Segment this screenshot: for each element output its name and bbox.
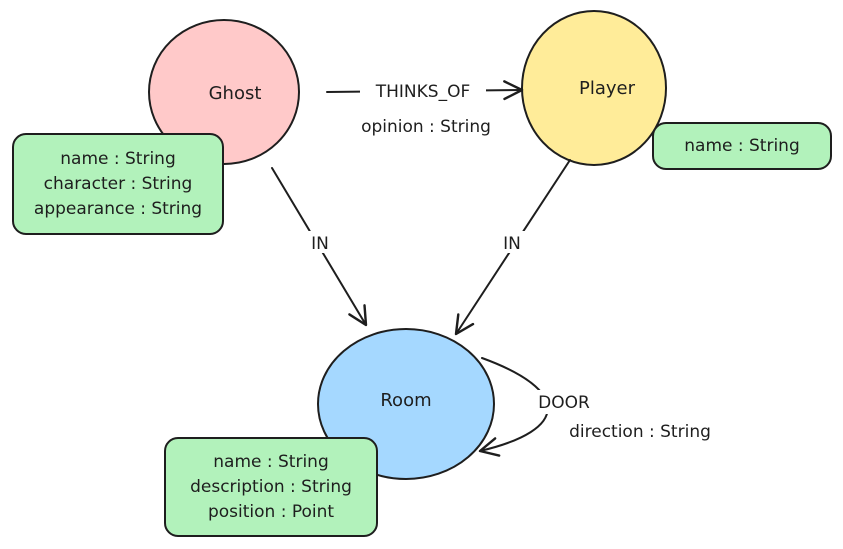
ghost-property-character: character : String [43, 173, 193, 194]
ghost-property-name: name : String [60, 148, 176, 169]
ghost-label: Ghost [209, 83, 262, 104]
player-in-label-backing [497, 231, 527, 253]
ghost-property-appearance: appearance : String [33, 198, 203, 219]
thinks-of-label-backing [360, 78, 486, 102]
player-property-name: name : String [684, 135, 800, 156]
ghost-node[interactable] [148, 19, 300, 165]
door-property: direction : String [569, 422, 711, 442]
thinks-of-label: THINKS_OF [375, 82, 471, 102]
room-property-name: name : String [213, 451, 329, 472]
room-property-position: position : Point [207, 501, 335, 522]
room-property-description: description : String [190, 476, 352, 497]
room-properties-box[interactable]: name : String description : String posit… [164, 437, 378, 537]
ghost-in-label: IN [311, 234, 329, 254]
thinks-of-property: opinion : String [361, 117, 491, 137]
door-label: DOOR [538, 393, 590, 413]
player-label: Player [579, 78, 636, 99]
ghost-properties-box[interactable]: name : String character : String appeara… [12, 133, 224, 235]
door-label-backing [531, 390, 597, 414]
ghost-in-label-backing [305, 231, 335, 253]
player-in-label: IN [503, 234, 521, 254]
room-label: Room [380, 390, 431, 411]
player-properties-box[interactable]: name : String [652, 122, 832, 170]
